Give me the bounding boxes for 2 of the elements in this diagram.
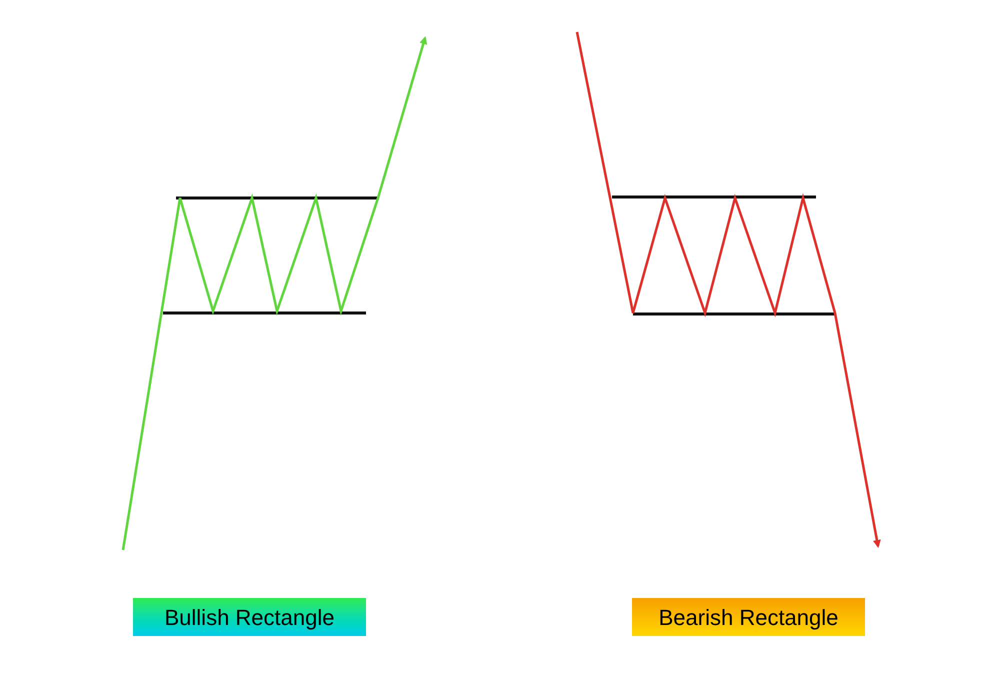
pattern-label: Bearish Rectangle <box>632 598 865 636</box>
pattern-label: Bullish Rectangle <box>133 598 366 636</box>
